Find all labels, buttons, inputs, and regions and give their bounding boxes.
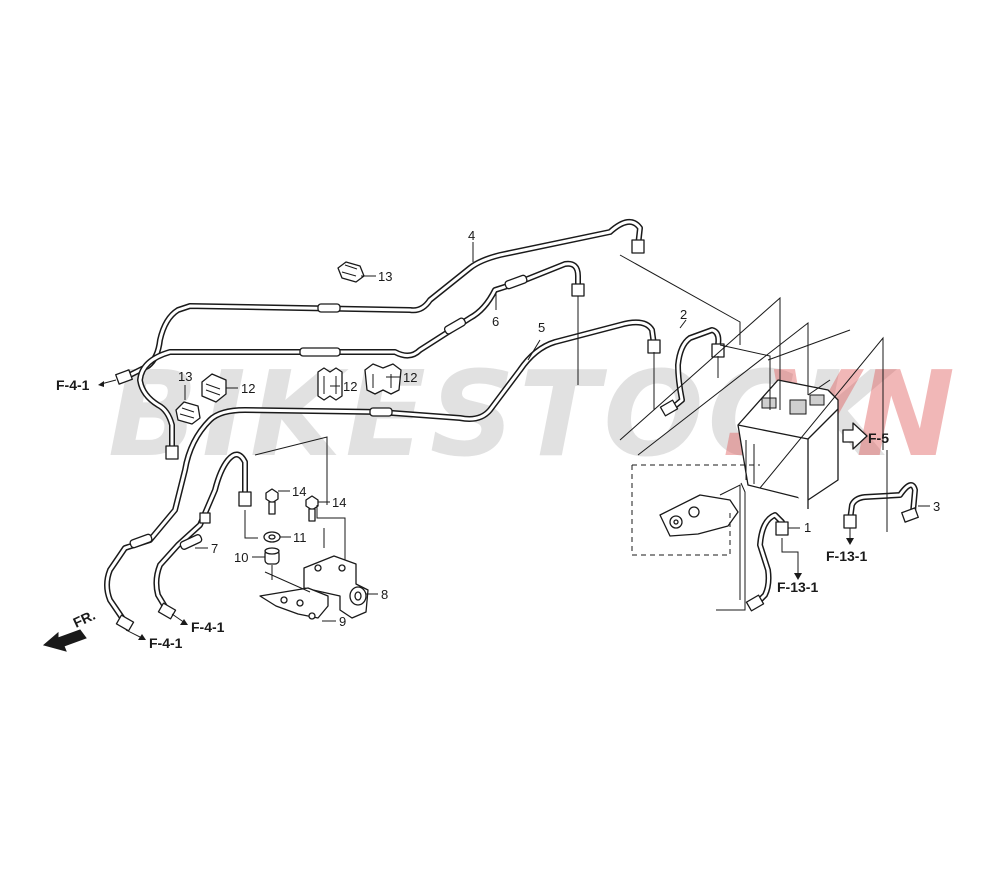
callout-11: 11 [293,530,307,545]
callout-8: 8 [381,587,388,602]
reference-labels: F-4-1 F-4-1 F-4-1 F-5 F-13-1 F-13-1 [56,377,889,651]
ref-f41-mid: F-4-1 [191,619,225,635]
callout-3: 3 [933,499,940,514]
ref-f131-mid: F-13-1 [777,579,818,595]
pipe-1 [752,512,785,608]
pipe-6 [137,260,581,453]
front-direction-label: FR. [71,607,98,631]
pipe-5 [104,319,657,625]
callout-13b: 13 [178,369,192,384]
pipe-2 [667,327,722,413]
clip-12-b [317,367,343,401]
callout-13a: 13 [378,269,392,284]
clip-12-c [364,363,402,395]
callout-4: 4 [468,228,475,243]
callout-leaders [184,242,930,622]
pipe-4 [121,219,643,381]
callout-12b: 12 [343,379,357,394]
ref-f131-right: F-13-1 [826,548,867,564]
bolt-14-right [305,495,319,522]
callout-12a: 12 [241,381,255,396]
callout-5: 5 [538,320,545,335]
assembly-outline [631,464,760,556]
pipe-7 [153,451,248,613]
abs-modulator [737,379,839,509]
front-direction-indicator: FR. [42,607,98,652]
reference-arrows [98,379,868,640]
ref-f41-bottom: F-4-1 [149,635,183,651]
callout-2: 2 [680,307,687,322]
callout-1: 1 [804,520,811,535]
callout-12c: 12 [403,370,417,385]
callout-6: 6 [492,314,499,329]
callout-14b: 14 [332,495,346,510]
pipe-3 [847,482,918,523]
washer-11 [263,531,281,543]
stay-9 [259,587,329,620]
abs-mount-bracket [659,494,739,537]
callout-9: 9 [339,614,346,629]
callout-7: 7 [211,541,218,556]
callout-10: 10 [234,550,248,565]
joint-8 [303,555,369,619]
clip-12-a [201,373,227,403]
leader-lines [244,254,888,611]
ref-f5: F-5 [868,430,889,446]
part-number-callouts: 1 2 3 4 5 6 7 8 9 10 11 12 12 12 13 13 1… [178,228,940,629]
clip-13-left [175,401,201,425]
clip-13-top [337,261,365,283]
grommet-10 [264,547,280,565]
ref-f41-left: F-4-1 [56,377,90,393]
callout-14a: 14 [292,484,306,499]
bolt-14-left [265,488,279,515]
